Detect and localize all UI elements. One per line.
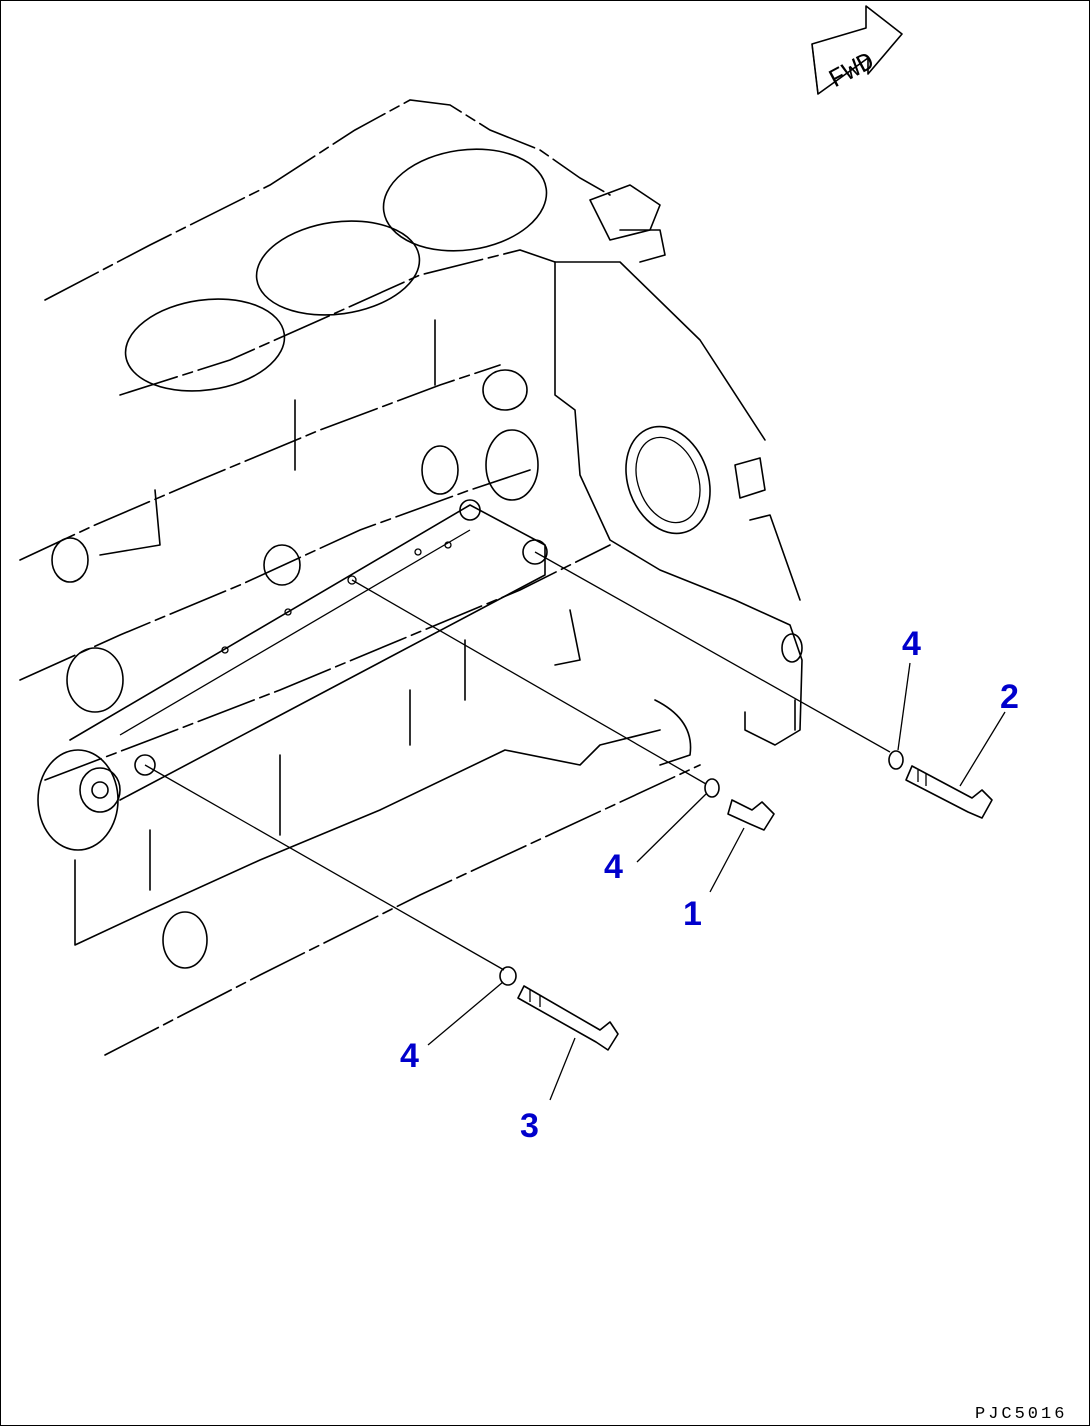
callout-4-b: 4 bbox=[604, 848, 623, 886]
bolt-part-3-icon bbox=[499, 966, 619, 1051]
bolt-part-1-icon bbox=[704, 778, 775, 831]
callout-2: 2 bbox=[1000, 678, 1019, 716]
bolt-part-2-icon bbox=[888, 750, 993, 819]
fwd-label: FWD bbox=[824, 46, 879, 94]
drawing-code: PJC5016 bbox=[975, 1405, 1067, 1424]
engine-block-drawing bbox=[19, 99, 803, 1056]
callout-3: 3 bbox=[520, 1107, 539, 1145]
callout-labels: 4 2 4 1 4 3 bbox=[400, 625, 1019, 1145]
assembly-lines bbox=[144, 551, 891, 971]
fwd-arrow-icon: FWD bbox=[811, 5, 903, 95]
callout-1: 1 bbox=[683, 895, 702, 933]
callout-4-a: 4 bbox=[902, 625, 921, 663]
callout-4-c: 4 bbox=[400, 1037, 419, 1075]
callout-leaders bbox=[427, 662, 1006, 1101]
